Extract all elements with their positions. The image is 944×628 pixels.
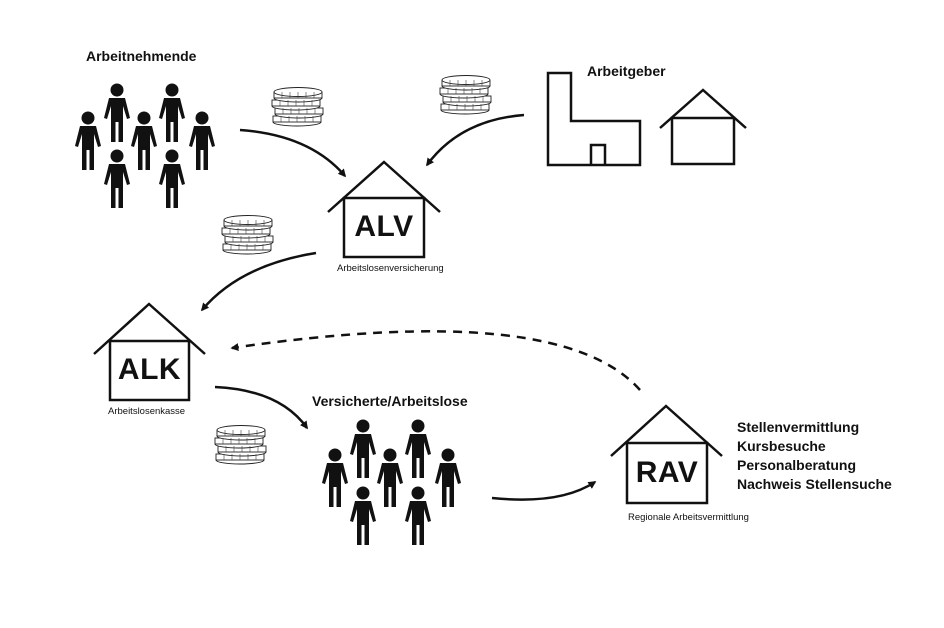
rav-service-item: Kursbesuche bbox=[737, 438, 826, 454]
rav-name: Regionale Arbeitsvermittlung bbox=[628, 512, 749, 523]
alv-name: Arbeitslosenversicherung bbox=[337, 263, 444, 274]
rav-abbreviation: RAV bbox=[635, 456, 699, 489]
alv-abbreviation: ALV bbox=[354, 210, 414, 243]
alk-abbreviation: ALK bbox=[117, 353, 182, 386]
insured-label: Versicherte/Arbeitslose bbox=[312, 393, 468, 409]
arrow-employers-to-alv bbox=[425, 113, 525, 167]
alk-house-icon bbox=[93, 302, 206, 402]
arrow-alk-to-insured bbox=[214, 385, 309, 430]
coins-icon-employers bbox=[439, 75, 492, 115]
arrow-employees-to-alv bbox=[239, 128, 347, 178]
rav-service-item: Stellenvermittlung bbox=[737, 419, 860, 435]
coins-icon-alk bbox=[214, 425, 267, 465]
arrow-alv-to-alk bbox=[200, 251, 317, 312]
rav-house-icon bbox=[610, 404, 723, 505]
arrow-insured-to-rav bbox=[491, 480, 597, 501]
rav-service-item: Nachweis Stellensuche bbox=[737, 476, 892, 492]
employees-label: Arbeitnehmende bbox=[86, 48, 197, 64]
arrow-rav-to-alk-dashed bbox=[230, 330, 641, 391]
factory-icon bbox=[546, 71, 642, 167]
rav-service-item: Personalberatung bbox=[737, 457, 857, 473]
employees-people-icon bbox=[75, 83, 215, 208]
employer-house-icon bbox=[659, 88, 747, 166]
coins-icon-employees bbox=[271, 87, 324, 127]
coins-icon-alv bbox=[221, 215, 274, 255]
employers-label: Arbeitgeber bbox=[587, 63, 666, 79]
rav-services-list: Stellenvermittlung Kursbesuche Personalb… bbox=[737, 418, 892, 494]
alk-name: Arbeitslosenkasse bbox=[108, 406, 186, 417]
alv-house-icon bbox=[327, 160, 441, 259]
insured-people-icon bbox=[322, 419, 461, 545]
